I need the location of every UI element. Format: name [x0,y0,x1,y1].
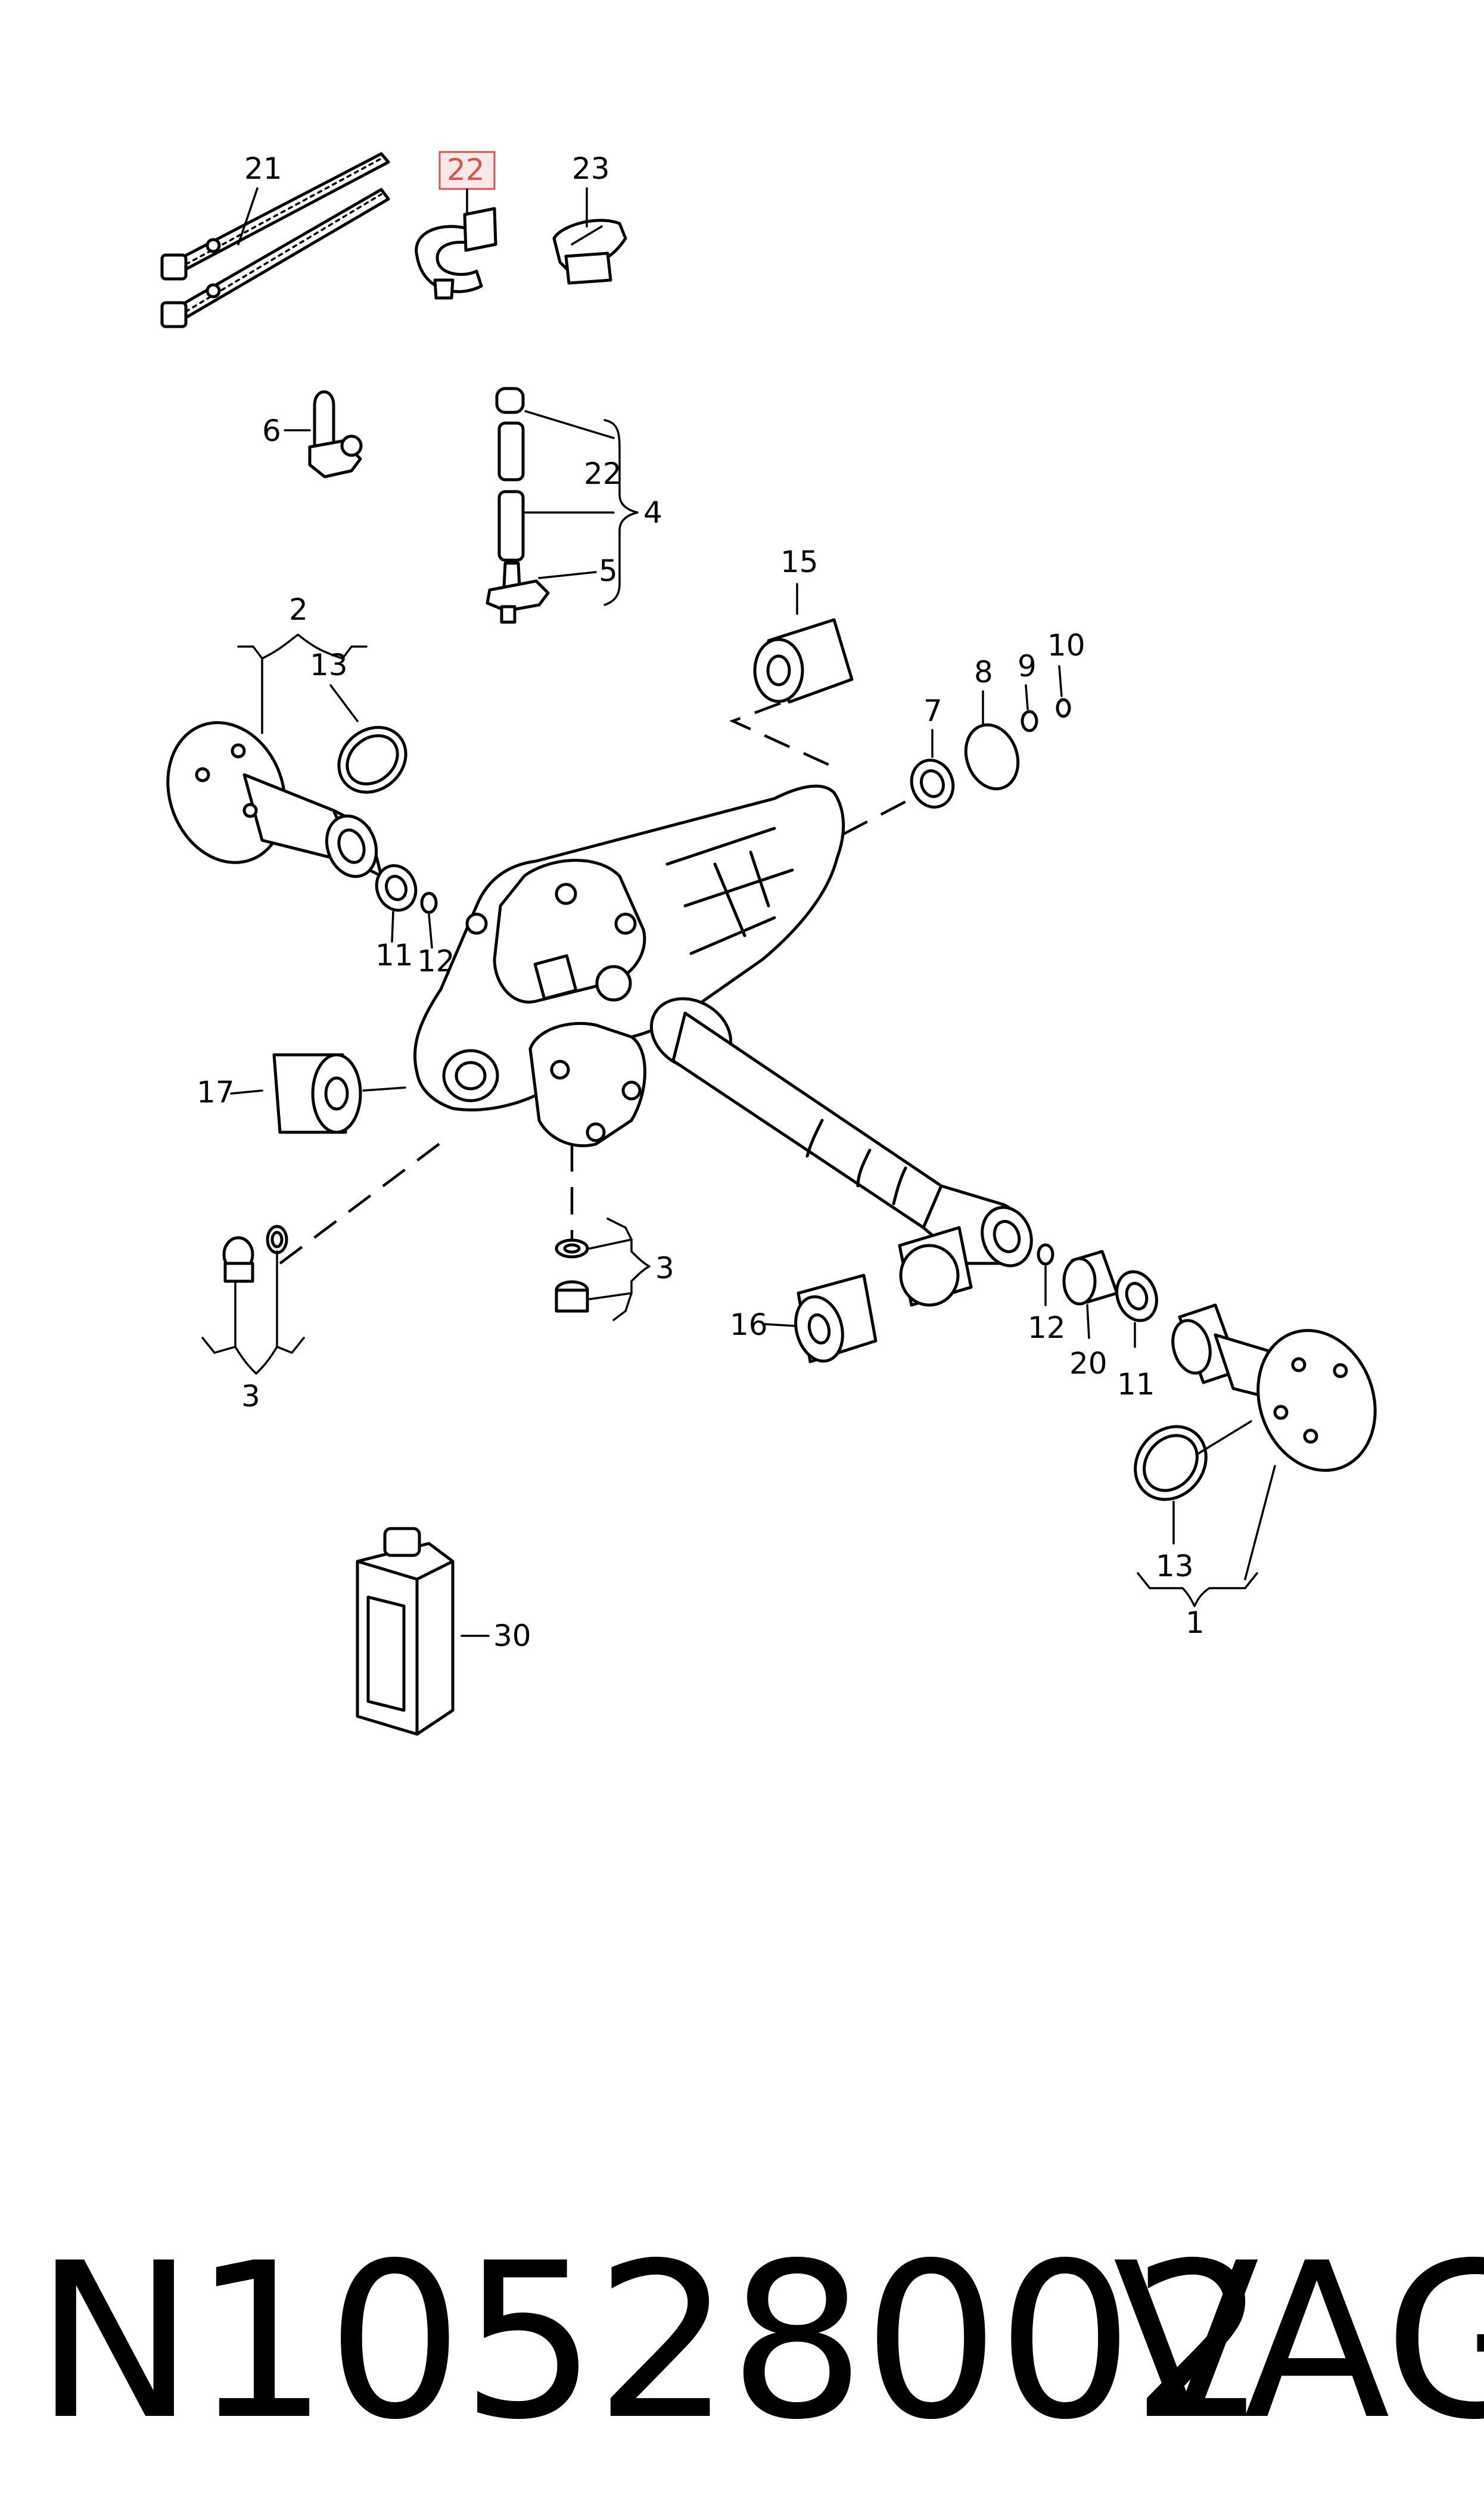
brand-label: VAG [1113,2217,1484,2467]
bush-part-15 [753,618,854,704]
washer-part-9 [1021,710,1038,732]
callout-21: 21 [244,151,282,186]
breather-hose-part-4 [486,387,550,624]
circlip-part-12-right [1037,1243,1054,1266]
callout-4: 4 [643,495,662,530]
holder-part-23 [552,219,627,285]
callout-17: 17 [197,1075,235,1110]
seal-part-11-right [1115,1270,1158,1322]
sleeve-bracket [898,1226,973,1307]
bleeder-valve-part-6 [308,390,363,479]
callout-3-left: 3 [241,1379,260,1414]
seal-ring-part-13-right [1134,1425,1208,1501]
callout-2: 2 [289,592,308,627]
callout-23: 23 [572,151,610,186]
parts-diagram: 21 22 23 6 22 4 5 15 [160,151,1377,1736]
callout-1: 1 [1186,1605,1205,1640]
bush-part-17 [272,1053,362,1134]
circlip-part-12-left [420,892,438,914]
callout-5: 5 [599,554,618,588]
seal-part-11-left [375,864,418,912]
callout-11-left: 11 [375,938,413,973]
callout-9: 9 [1018,649,1037,684]
callout-7: 7 [923,694,942,728]
filler-plug-part-3-center [555,1238,589,1313]
bush-part-16 [794,1274,878,1363]
bearing-part-20 [1062,1250,1119,1306]
final-drive-housing [413,784,845,1148]
callout-13-left: 13 [310,648,348,682]
flange-shaft-part-2 [166,721,383,878]
callout-11-right: 11 [1117,1367,1155,1402]
seal-ring-part-13-left [337,726,407,794]
callout-6: 6 [262,414,281,448]
callout-8: 8 [974,655,993,689]
cable-ties-part-21 [160,152,390,328]
part-number: N10528002 [35,2217,1268,2467]
oil-bottle-part-30 [356,1527,455,1736]
callout-3-center: 3 [655,1251,674,1285]
flange-shaft-part-1 [1171,1303,1377,1472]
right-output-tube [649,997,1033,1268]
highlight-box-22 [438,151,496,190]
callout-20: 20 [1069,1346,1107,1381]
callout-22-highlighted: 22 [447,153,485,187]
o-ring-part-8 [964,723,1020,791]
callout-15: 15 [780,545,819,579]
clip-part-22 [415,207,497,300]
callout-13-right: 13 [1156,1549,1194,1583]
washer-part-10 [1056,698,1071,718]
callout-30: 30 [493,1619,531,1653]
callout-22-hose: 22 [584,456,622,491]
seal-part-7 [910,759,955,809]
callout-12-right: 12 [1028,1310,1066,1345]
callout-10: 10 [1047,628,1085,663]
callout-16: 16 [730,1307,768,1342]
